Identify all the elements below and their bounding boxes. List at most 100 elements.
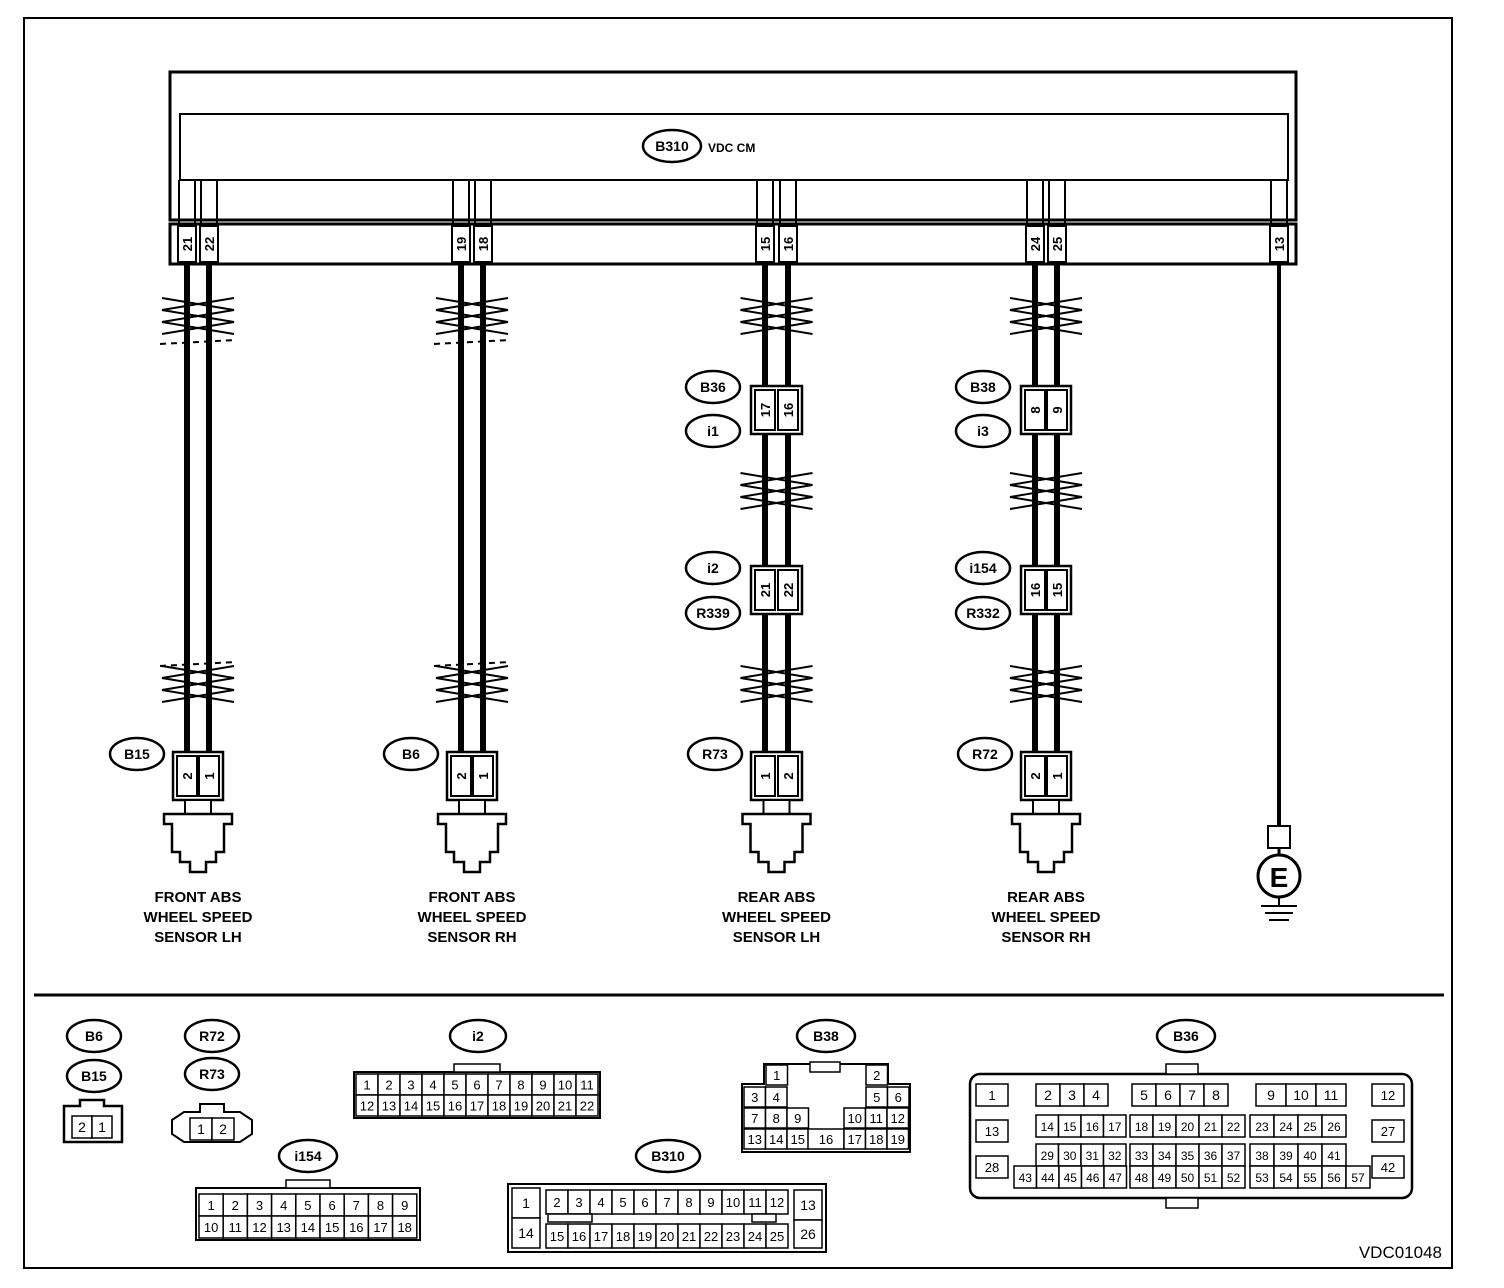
connector-pin-cell xyxy=(1024,569,1046,611)
pin-cell xyxy=(1371,1083,1405,1107)
pin-number: 16 xyxy=(819,1132,833,1147)
pin-cell xyxy=(1221,1114,1246,1138)
shield-line xyxy=(433,661,511,667)
pin-number: 2 xyxy=(385,1078,392,1093)
sensor-neck xyxy=(458,799,486,815)
twisted-pair-mark xyxy=(740,297,813,335)
connector-pin-cell xyxy=(754,389,776,431)
sensor-label-line: SENSOR RH xyxy=(1001,929,1090,946)
pin-cell xyxy=(975,1119,1009,1143)
pin-number: 1 xyxy=(522,1195,530,1211)
pin-number: 49 xyxy=(1158,1171,1172,1185)
pin-number: 17 xyxy=(373,1220,387,1235)
pin-number: 51 xyxy=(1204,1171,1218,1185)
pin-number: 32 xyxy=(1108,1149,1122,1163)
twisted-pair-mark xyxy=(435,297,509,335)
pin-number: 18 xyxy=(492,1099,506,1114)
pin-number: 31 xyxy=(1086,1149,1100,1163)
pin-number: 17 xyxy=(848,1132,862,1147)
junction-oval-bottom xyxy=(684,413,742,449)
pin-number: 20 xyxy=(660,1229,674,1244)
pin-number: 6 xyxy=(641,1195,648,1210)
pin-number: 20 xyxy=(1181,1120,1195,1134)
connector-pin-number: 21 xyxy=(758,583,773,597)
pin-cell xyxy=(886,1128,910,1150)
control-module-b310: B310 VDC CM xyxy=(168,70,1298,266)
pin-cell xyxy=(1315,1083,1347,1107)
shield-line xyxy=(433,339,511,345)
pin-number: 14 xyxy=(301,1220,315,1235)
module-connector-oval xyxy=(641,128,703,164)
connector-id-label: B6 xyxy=(402,746,420,762)
pin-cell xyxy=(886,1107,910,1129)
pin-number: 5 xyxy=(451,1078,458,1093)
pin-number: 15 xyxy=(426,1099,440,1114)
pin-number: 22 xyxy=(580,1099,594,1114)
sensor-connector-oval xyxy=(382,736,440,772)
connector-pin-number: 1 xyxy=(758,772,773,779)
pin-number: 9 xyxy=(1267,1087,1275,1103)
pin-cell xyxy=(1083,1083,1109,1107)
connector-pin-cell xyxy=(754,569,776,611)
pin-number: 39 xyxy=(1279,1149,1293,1163)
module-pin-box xyxy=(473,225,493,263)
pin-number: 5 xyxy=(619,1195,626,1210)
connector-pin-cell xyxy=(777,569,799,611)
pin-number: 19 xyxy=(1158,1120,1172,1134)
pin-number: 12 xyxy=(360,1099,374,1114)
junction-oval-top xyxy=(954,369,1012,405)
connector-pin-number: 15 xyxy=(1050,583,1065,597)
connector-id-label: i154 xyxy=(294,1148,321,1164)
pin-number: 2 xyxy=(232,1198,239,1213)
pin-number: 10 xyxy=(1293,1087,1309,1103)
pin-number: 29 xyxy=(1041,1149,1055,1163)
pin-number: 47 xyxy=(1109,1171,1123,1185)
pin-number: 3 xyxy=(575,1195,582,1210)
pin-cell xyxy=(391,1215,418,1239)
pin-number: 5 xyxy=(304,1198,311,1213)
view-label-oval xyxy=(65,1018,123,1054)
pin-number: 34 xyxy=(1158,1149,1172,1163)
sensor-label-line: WHEEL SPEED xyxy=(418,909,527,926)
pin-number: 27 xyxy=(1381,1124,1395,1139)
junction-oval-bottom xyxy=(954,413,1012,449)
twisted-pair-mark xyxy=(1009,297,1083,335)
pin-number: 16 xyxy=(448,1099,462,1114)
ground-label: E xyxy=(1270,862,1289,893)
connector-id-label: i2 xyxy=(472,1028,484,1044)
pin-number: 15 xyxy=(1063,1120,1077,1134)
view-label-oval xyxy=(1155,1018,1217,1054)
pin-number: 19 xyxy=(514,1099,528,1114)
connector-latch xyxy=(1165,1197,1199,1209)
pin-number: 4 xyxy=(597,1195,604,1210)
pin-number: 38 xyxy=(1255,1149,1269,1163)
pin-number: 7 xyxy=(751,1111,758,1126)
pin-number: 10 xyxy=(848,1111,862,1126)
junction-oval-top xyxy=(954,550,1012,586)
diagram-code: VDC01048 xyxy=(1359,1243,1442,1262)
pin-number: 52 xyxy=(1227,1171,1241,1185)
pin-number: 9 xyxy=(401,1198,408,1213)
pin-number: 40 xyxy=(1303,1149,1317,1163)
shield-line xyxy=(159,661,237,667)
module-pin-box xyxy=(199,225,219,263)
pin-number: 26 xyxy=(800,1226,816,1242)
pin-number: 57 xyxy=(1351,1171,1365,1185)
pin-number: 28 xyxy=(985,1160,999,1175)
pin-number: 10 xyxy=(204,1220,218,1235)
pin-number: 14 xyxy=(518,1225,534,1241)
sensor-label-line: WHEEL SPEED xyxy=(992,909,1101,926)
pin-number: 19 xyxy=(891,1132,905,1147)
pin-cell xyxy=(886,1086,910,1108)
pin-number: 17 xyxy=(1108,1120,1122,1134)
view-label-oval xyxy=(795,1018,857,1054)
pin-number: 13 xyxy=(800,1197,816,1213)
sensor-label-line: REAR ABS xyxy=(1007,889,1085,906)
connector-latch xyxy=(1165,1063,1199,1075)
connector-id-label: R72 xyxy=(972,746,998,762)
module-pin-number: 15 xyxy=(758,237,773,251)
